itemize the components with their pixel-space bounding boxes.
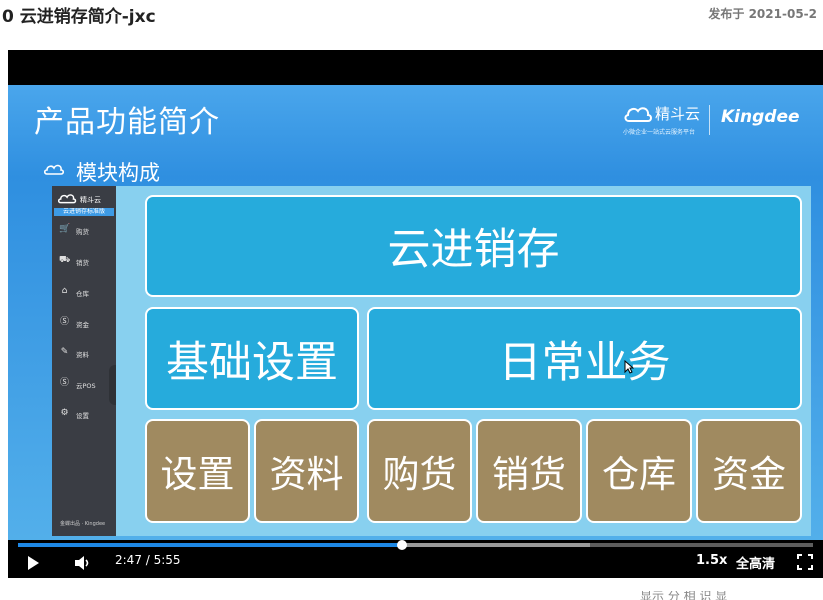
- brand-name: 精斗云: [655, 105, 701, 123]
- money-icon: Ⓢ: [59, 317, 69, 327]
- sidebar-item-funds: Ⓢ 资金: [59, 317, 115, 331]
- module-item: 购货: [367, 419, 472, 523]
- warehouse-icon: ⌂: [61, 286, 68, 296]
- sidebar-logo: 精斗云: [58, 192, 112, 208]
- module-item: 仓库: [586, 419, 692, 523]
- module-right: 日常业务: [367, 307, 802, 410]
- sale-cart-icon: ⛟: [59, 255, 71, 265]
- progress-played: [18, 543, 402, 547]
- video-controls: 2:47 / 5:55 1.5x 全高清: [8, 540, 823, 578]
- sidebar-item-label: 云POS: [76, 382, 96, 390]
- sidebar-highlight: 云进销存标准版: [54, 208, 114, 216]
- module-left: 基础设置: [145, 307, 359, 410]
- sidebar-item-settings: ⚙ 设置: [59, 408, 115, 422]
- page-header: 0 云进销存简介-jxc 发布于 2021-05-2: [0, 0, 823, 30]
- sidebar-item-label: 设置: [76, 412, 89, 420]
- sidebar-item-label: 购货: [76, 228, 89, 236]
- cloud-logo-icon: [624, 107, 652, 122]
- volume-icon[interactable]: [74, 555, 92, 571]
- mouse-cursor-icon: [624, 360, 634, 374]
- brand-slogan: 小微企业一站式云服务平台: [623, 129, 696, 136]
- sidebar-item-sales: ⛟ 销货: [59, 255, 115, 269]
- fullscreen-icon[interactable]: [797, 554, 813, 570]
- sidebar-item-label: 资金: [76, 321, 89, 329]
- progress-bar[interactable]: [18, 540, 813, 550]
- sidebar-collapse-handle: [109, 365, 117, 405]
- time-display: 2:47 / 5:55: [115, 553, 181, 567]
- brand-logo: 精斗云 小微企业一站式云服务平台 Kingdee: [623, 103, 813, 143]
- sidebar-item-purchase: 🛒 购货: [59, 224, 115, 238]
- kingdee-logo: Kingdee: [721, 107, 800, 127]
- sidebar-item-label: 资料: [76, 351, 89, 359]
- video-player[interactable]: 产品功能简介 精斗云 小微企业一站式云服务平台 Kingdee 模块构成 精斗云: [8, 50, 823, 578]
- sidebar-footer: 金蝶出品 · Kingdee: [60, 521, 106, 527]
- sidebar-item-label: 销货: [76, 259, 89, 267]
- slide-title: 产品功能简介: [34, 105, 220, 140]
- footer-actions-fragment: 显示 分 相 识 显: [640, 591, 815, 600]
- module-top: 云进销存: [145, 195, 802, 297]
- module-item: 销货: [476, 419, 582, 523]
- footer-fragment-text: 显示 分 相 识 显: [640, 591, 728, 600]
- cloud-bullet-icon: [44, 164, 65, 175]
- app-sidebar-screenshot: 精斗云 云进销存标准版 🛒 购货 ⛟ 销货 ⌂ 仓库 Ⓢ 资金 ✎ 资料: [52, 186, 116, 536]
- play-icon[interactable]: [26, 555, 40, 571]
- sidebar-logo-text: 精斗云: [80, 196, 101, 204]
- module-item: 资料: [254, 419, 359, 523]
- progress-thumb[interactable]: [396, 540, 407, 550]
- module-diagram: 云进销存 基础设置 日常业务 设置 资料 购货 销货 仓库 资金: [116, 186, 811, 536]
- pos-icon: Ⓢ: [59, 378, 69, 388]
- video-frame[interactable]: 产品功能简介 精斗云 小微企业一站式云服务平台 Kingdee 模块构成 精斗云: [8, 85, 823, 578]
- module-item: 资金: [696, 419, 802, 523]
- gear-icon: ⚙: [60, 408, 69, 418]
- module-item: 设置: [145, 419, 250, 523]
- playback-speed-button[interactable]: 1.5x: [696, 553, 728, 568]
- quality-button[interactable]: 全高清: [736, 557, 776, 572]
- brand-divider: [709, 105, 710, 135]
- sidebar-item-label: 仓库: [76, 290, 89, 298]
- publish-date: 发布于 2021-05-2: [708, 7, 817, 21]
- subtitle-label: 模块构成: [76, 161, 160, 185]
- cloud-logo-icon: [58, 194, 77, 204]
- page-title: 0 云进销存简介-jxc: [2, 7, 156, 27]
- cart-icon: 🛒: [59, 224, 71, 234]
- pencil-icon: ✎: [60, 347, 69, 357]
- sidebar-item-data: ✎ 资料: [59, 347, 115, 361]
- sidebar-item-pos: Ⓢ 云POS: [59, 378, 115, 392]
- sidebar-item-warehouse: ⌂ 仓库: [59, 286, 115, 300]
